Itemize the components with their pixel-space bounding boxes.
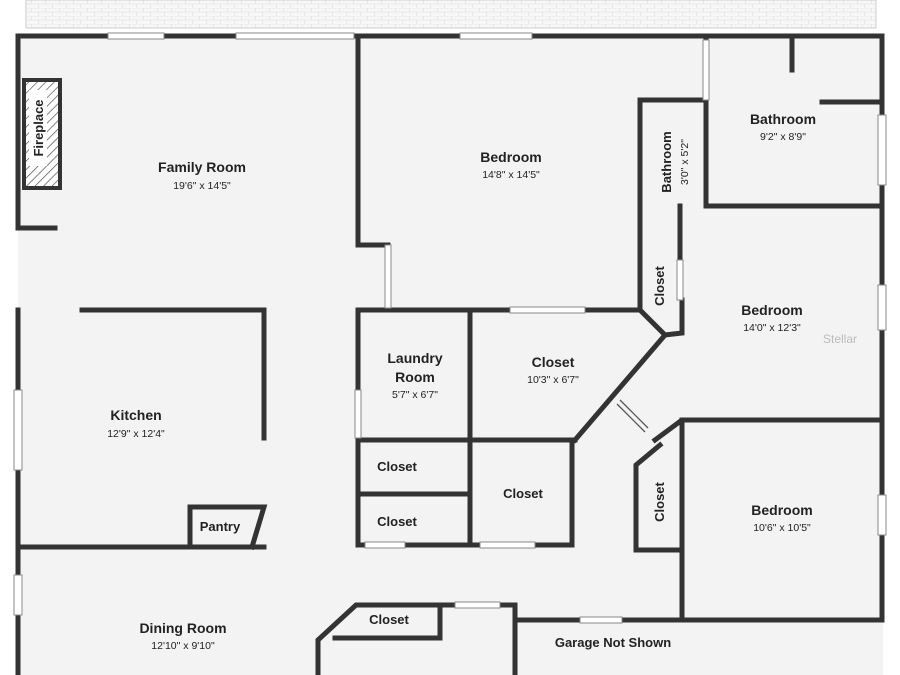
dining-room-name: Dining Room — [139, 620, 226, 636]
fireplace-label: Fireplace — [31, 99, 46, 156]
watermark: Stellar — [823, 332, 857, 346]
kitchen-name: Kitchen — [110, 407, 161, 423]
bathroom-main-dims: 9'2" x 8'9" — [760, 131, 806, 143]
bedroom-3-name: Bedroom — [751, 502, 812, 518]
room-kitchen: Kitchen 12'9" x 12'4" — [107, 407, 165, 440]
room-laundry: Laundry Room 5'7" x 6'7" — [387, 350, 442, 401]
kitchen-dims: 12'9" x 12'4" — [107, 428, 165, 440]
hall-door — [616, 399, 649, 433]
closet-upper-left-name: Closet — [377, 459, 417, 474]
pantry-name: Pantry — [200, 519, 241, 534]
bedroom-3-dims: 10'6" x 10'5" — [753, 522, 811, 534]
room-closet-large: Closet 10'3" x 6'7" — [527, 354, 579, 386]
room-dining: Dining Room 12'10" x 9'10" — [139, 620, 226, 652]
patio — [25, 0, 877, 29]
closet-large-dims: 10'3" x 6'7" — [527, 374, 579, 386]
bathroom-small-dims: 3'0" x 5'2" — [679, 139, 691, 185]
dining-room-dims: 12'10" x 9'10" — [151, 640, 215, 652]
room-bathroom-main: Bathroom 9'2" x 8'9" — [750, 111, 816, 143]
room-bathroom-small: Bathroom 3'0" x 5'2" — [659, 131, 691, 192]
laundry-dims: 5'7" x 6'7" — [392, 389, 438, 401]
room-closet-upper-left: Closet — [377, 459, 417, 474]
closet-large-name: Closet — [532, 354, 575, 370]
bedroom-2-name: Bedroom — [741, 302, 802, 318]
windows — [13, 32, 887, 624]
room-closet-center: Closet — [503, 486, 543, 501]
garage-note: Garage Not Shown — [555, 635, 671, 650]
room-pantry: Pantry — [200, 519, 241, 534]
bedroom-1-dims: 14'8" x 14'5" — [482, 169, 540, 181]
closet-lower-left-name: Closet — [377, 514, 417, 529]
room-closet-bedroom-3: Closet — [652, 481, 667, 521]
floor — [18, 36, 883, 675]
bedroom-2-dims: 14'0" x 12'3" — [743, 322, 801, 334]
room-closet-bath: Closet — [652, 265, 667, 305]
closet-bedroom3-name: Closet — [652, 481, 667, 521]
closet-bath-name: Closet — [652, 265, 667, 305]
bedroom-1-name: Bedroom — [480, 149, 541, 165]
room-bedroom-2: Bedroom 14'0" x 12'3" — [741, 302, 802, 334]
room-closet-lower-left: Closet — [377, 514, 417, 529]
room-closet-entry: Closet — [369, 612, 409, 627]
room-family: Family Room 19'6" x 14'5" — [158, 159, 246, 192]
room-bedroom-3: Bedroom 10'6" x 10'5" — [751, 502, 812, 534]
family-room-dims: 19'6" x 14'5" — [173, 180, 231, 192]
closet-center-name: Closet — [503, 486, 543, 501]
laundry-name-line1: Laundry — [387, 350, 442, 366]
family-room-name: Family Room — [158, 159, 246, 175]
bathroom-small-name: Bathroom — [659, 131, 674, 192]
fireplace-label-bg — [29, 90, 47, 166]
closet-entry-name: Closet — [369, 612, 409, 627]
bathroom-main-name: Bathroom — [750, 111, 816, 127]
room-bedroom-1: Bedroom 14'8" x 14'5" — [480, 149, 541, 181]
laundry-name-line2: Room — [395, 369, 435, 385]
